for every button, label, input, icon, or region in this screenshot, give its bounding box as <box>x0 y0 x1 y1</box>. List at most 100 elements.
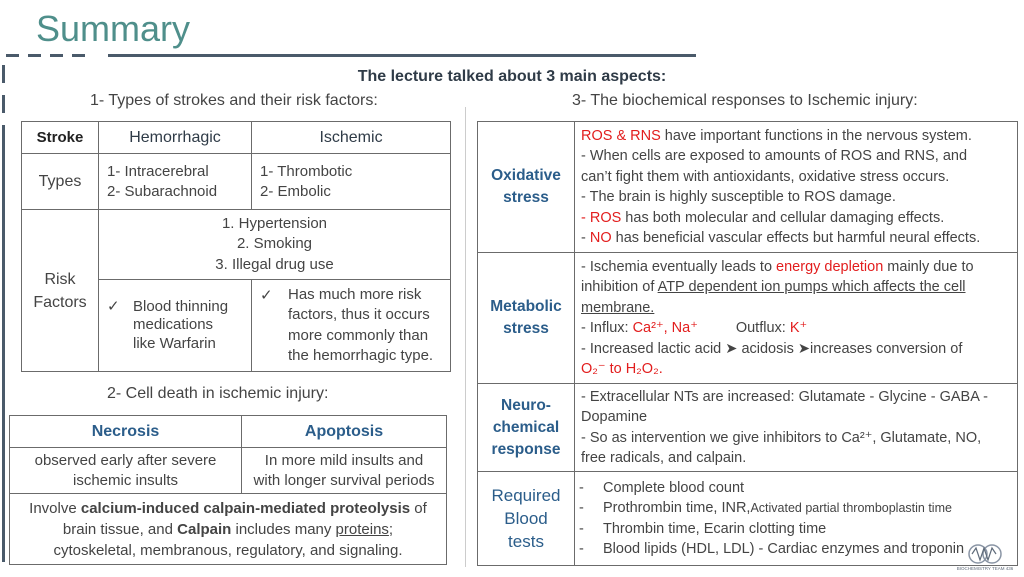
apoptosis-header: Apoptosis <box>241 415 447 448</box>
metabolic-stress-content: - Ischemia eventually leads to energy de… <box>574 252 1018 384</box>
blood-tests-content: -Complete blood count -Prothrombin time,… <box>574 471 1018 566</box>
title-underline-dash <box>6 54 19 57</box>
oxidative-stress-content: ROS & RNS have important functions in th… <box>574 121 1018 253</box>
desc-line: ischemic insults <box>72 471 179 489</box>
blood-tests-label: Required Blood tests <box>477 471 575 566</box>
hemorrhagic-risk-text: Blood thinning medications like Warfarin <box>107 298 250 354</box>
label-line: Blood <box>504 509 548 528</box>
necrosis-desc: observed early after severe ischemic ins… <box>9 447 242 494</box>
desc-line: In more mild insults and <box>264 451 424 469</box>
left-border-dash <box>2 95 5 113</box>
section1-heading: 1- Types of strokes and their risk facto… <box>90 92 378 109</box>
text: has both molecular and cellular damaging… <box>621 209 945 226</box>
text: mainly due to <box>883 258 974 275</box>
content-line: - The brain is highly susceptible to ROS… <box>581 189 896 205</box>
text: Blood lipids (HDL, LDL) - Cardiac enzyme… <box>603 541 965 557</box>
page-title: Summary <box>36 8 191 49</box>
title-underline <box>108 54 696 57</box>
logo-icon: BIOCHEMISTRY TEAM 436 <box>957 544 1014 571</box>
content-line: - Ischemia eventually leads to energy de… <box>581 257 1016 278</box>
label-line: tests <box>508 532 544 551</box>
ischemic-risk-text: Has much more risk factors, thus it occu… <box>260 285 449 367</box>
ischemic-type: 2- Embolic <box>260 182 331 200</box>
title-underline-dash <box>28 54 41 57</box>
risk-line: factors, thus it occurs <box>288 306 430 323</box>
label-line: chemical <box>492 418 560 436</box>
responses-table: Oxidative stress ROS & RNS have importan… <box>477 121 1018 566</box>
label-line: Metabolic <box>490 298 562 315</box>
bullet: - <box>579 479 584 496</box>
bullet: - <box>579 541 584 557</box>
bold-text: calcium-induced calpain-mediated proteol… <box>80 499 411 517</box>
hemorrhagic-type: 2- Subarachnoid <box>107 182 218 200</box>
text: Complete blood count <box>603 479 745 496</box>
content-line: free radicals, and calpain. <box>581 450 747 466</box>
necrosis-header: Necrosis <box>9 415 242 448</box>
text: Prothrombin time, INR, <box>603 500 751 516</box>
underlined-text: ATP dependent ion pumps which affects th… <box>657 279 966 295</box>
content-line: membrane. <box>581 298 1016 319</box>
section3-heading: 3- The biochemical responses to Ischemic… <box>572 92 918 109</box>
hemorrhagic-types: 1- Intracerebral 2- Subarachnoid <box>98 153 252 210</box>
hemorrhagic-risk: ✓ Blood thinning medications like Warfar… <box>98 279 252 372</box>
red-text: O₂⁻ to H₂O₂. <box>581 361 663 377</box>
ischemic-types: 1- Thrombotic 2- Embolic <box>251 153 451 210</box>
list-item: - Complete blood count <box>577 478 1016 499</box>
left-border <box>2 125 5 562</box>
content-line: - When cells are exposed to amounts of R… <box>581 148 968 164</box>
content-line: inhibition of ATP dependent ion pumps wh… <box>581 277 1016 298</box>
content-line: Dopamine <box>581 409 648 425</box>
cell-death-summary: Involve calcium-induced calpain-mediated… <box>9 493 447 565</box>
intro-text: The lecture talked about 3 main aspects: <box>357 68 667 85</box>
stroke-corner: Stroke <box>21 121 99 154</box>
text: has beneficial vascular effects but harm… <box>611 230 981 246</box>
text: increases conversion of <box>810 340 963 357</box>
small-text: Activated partial thromboplastin time <box>750 501 952 515</box>
list-item: -Prothrombin time, INR, Activated partia… <box>577 498 1016 519</box>
ischemic-type: 1- Thrombotic <box>260 162 353 180</box>
risk-item: 2. Smoking <box>236 235 313 253</box>
label-line: Oxidative <box>491 167 561 184</box>
check-icon: ✓ <box>260 287 273 304</box>
desc-line: observed early after severe <box>34 451 217 469</box>
risk-line: more commonly than <box>288 326 429 344</box>
desc-line: with longer survival periods <box>253 471 435 489</box>
text: Involve <box>29 499 81 517</box>
column-divider <box>465 107 466 567</box>
content-line: ROS & RNS have important functions in th… <box>581 126 1016 147</box>
content-line: - Extracellular NTs are increased: Gluta… <box>581 388 988 405</box>
summary-line: brain tissue, and Calpain includes many … <box>11 519 445 540</box>
metabolic-stress-label: Metabolic stress <box>477 252 575 384</box>
risk-factors-label: Risk Factors <box>21 209 99 372</box>
hemorrhagic-type: 1- Intracerebral <box>107 162 209 180</box>
label-line: response <box>491 440 561 458</box>
label-line: stress <box>503 189 549 206</box>
risk-item: 3. Illegal drug use <box>215 255 334 273</box>
ischemic-risk: ✓ Has much more risk factors, thus it oc… <box>251 279 451 372</box>
list-item: -Thrombin time, Ecarin clotting time <box>577 519 1016 540</box>
arrow-icon: ➤ <box>725 340 738 357</box>
risk-line: the hemorrhagic type. <box>288 347 434 364</box>
text: ; <box>388 520 394 538</box>
shared-risk-factors: 1. Hypertension 2. Smoking 3. Illegal dr… <box>98 209 451 280</box>
text: acidosis <box>737 340 798 357</box>
title-underline-dash <box>50 54 63 57</box>
risk-label-line: Factors <box>33 293 87 311</box>
types-label: Types <box>21 153 99 210</box>
risk-line: Blood thinning <box>133 297 229 315</box>
ischemic-header: Ischemic <box>251 121 451 154</box>
bullet: - <box>579 520 584 537</box>
text: - Influx: <box>581 320 633 336</box>
red-text: NO <box>589 230 612 246</box>
arrow-icon: ➤ <box>797 340 811 357</box>
red-text: ROS & RNS <box>581 127 661 144</box>
content-line: O₂⁻ to H₂O₂. <box>581 359 1016 380</box>
title-underline-dash <box>72 54 85 57</box>
content-line: - So as intervention we give inhibitors … <box>581 429 982 446</box>
bold-text: Calpain <box>177 520 232 538</box>
content-line: - ROS has both molecular and cellular da… <box>581 208 1016 229</box>
red-text: K⁺ <box>789 320 808 336</box>
content-line: - NO has beneficial vascular effects but… <box>581 228 1016 249</box>
red-text: energy depletion <box>776 258 884 275</box>
text: - Increased lactic acid <box>581 340 726 357</box>
